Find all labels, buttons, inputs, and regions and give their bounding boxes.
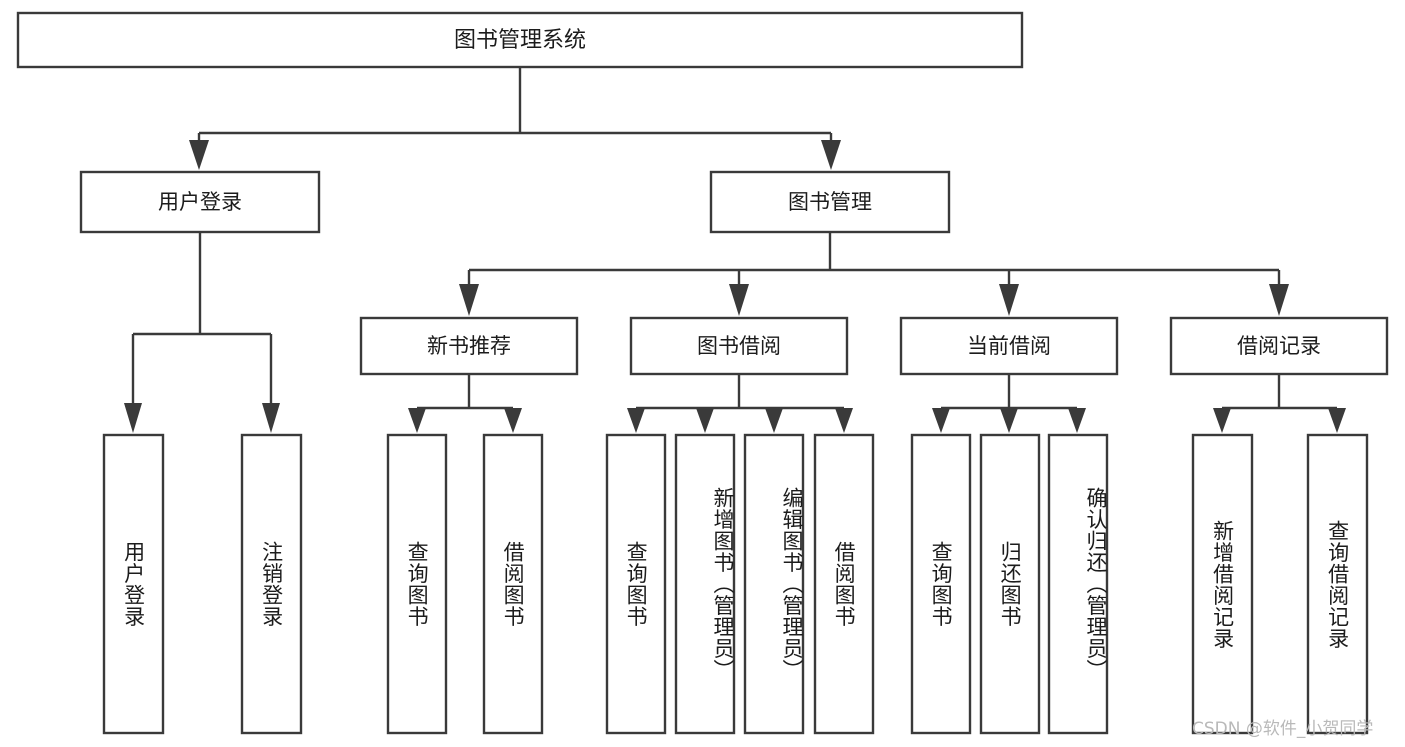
leaf-box-add-book[interactable]: [674, 433, 736, 735]
book-manage-label: 图书管理: [788, 190, 872, 214]
leaf-box-query-book-2[interactable]: [605, 433, 667, 735]
arrow-head-leaf-return-book: [1000, 408, 1018, 433]
arrow-head-leaf-borrow-book-1: [504, 408, 522, 433]
arrow-head-leaf-confirm-return: [1068, 408, 1086, 433]
current-borrow-box[interactable]: [899, 316, 1119, 376]
leaf-box-confirm-return[interactable]: [1047, 433, 1109, 735]
leaf-box-query-book-1[interactable]: [386, 433, 448, 735]
arrow-head-leaf-query-book-3: [932, 408, 950, 433]
root-label: 图书管理系统: [454, 28, 586, 53]
arrow-head-leaf-borrow-book-2: [835, 408, 853, 433]
arrow-head-leaf-query-book-2: [627, 408, 645, 433]
current-borrow-label: 当前借阅: [967, 334, 1051, 358]
arrow-head-leaf-logout: [262, 403, 280, 433]
user-login-label: 用户登录: [158, 190, 242, 214]
new-book-recommend-box[interactable]: [359, 316, 579, 376]
arrow-head-book-borrow: [729, 284, 749, 316]
node-book-borrow[interactable]: 图书借阅: [629, 316, 849, 376]
leaf-box-edit-book[interactable]: [743, 433, 805, 735]
arrow-head-user-login: [189, 140, 209, 170]
leaf-box-borrow-book-2[interactable]: [813, 433, 875, 735]
leaf-box-user-login[interactable]: [102, 433, 165, 735]
arrow-head-leaf-query-record: [1328, 408, 1346, 433]
arrow-head-new-book-recommend: [459, 284, 479, 316]
node-root[interactable]: 图书管理系统: [16, 11, 1024, 69]
node-user-login[interactable]: 用户登录: [79, 170, 321, 234]
arrow-head-leaf-add-book: [696, 408, 714, 433]
node-current-borrow[interactable]: 当前借阅: [899, 316, 1119, 376]
book-borrow-label: 图书借阅: [697, 334, 781, 358]
node-new-book-recommend[interactable]: 新书推荐: [359, 316, 579, 376]
arrow-head-leaf-user-login: [124, 403, 142, 433]
leaf-box-query-record[interactable]: [1306, 433, 1369, 735]
arrow-head-leaf-add-record: [1213, 408, 1231, 433]
borrow-record-label: 借阅记录: [1237, 334, 1321, 358]
arrow-head-leaf-edit-book: [765, 408, 783, 433]
root-box[interactable]: [16, 11, 1024, 69]
arrow-head-borrow-record: [1269, 284, 1289, 316]
leaf-box-borrow-book-1[interactable]: [482, 433, 544, 735]
new-book-recommend-label: 新书推荐: [427, 334, 511, 358]
leaf-box-query-book-3[interactable]: [910, 433, 972, 735]
leaf-box-logout[interactable]: [240, 433, 303, 735]
node-book-manage[interactable]: 图书管理: [709, 170, 951, 234]
book-borrow-box[interactable]: [629, 316, 849, 376]
arrow-head-book-manage: [821, 140, 841, 170]
node-borrow-record[interactable]: 借阅记录: [1169, 316, 1389, 376]
borrow-record-box[interactable]: [1169, 316, 1389, 376]
book-manage-box[interactable]: [709, 170, 951, 234]
leaf-box-return-book[interactable]: [979, 433, 1041, 735]
leaf-box-add-record[interactable]: [1191, 433, 1254, 735]
arrow-head-leaf-query-book-1: [408, 408, 426, 433]
csdn-watermark: CSDN @软件_小贺同学: [1192, 719, 1374, 739]
arrow-head-current-borrow: [999, 284, 1019, 316]
